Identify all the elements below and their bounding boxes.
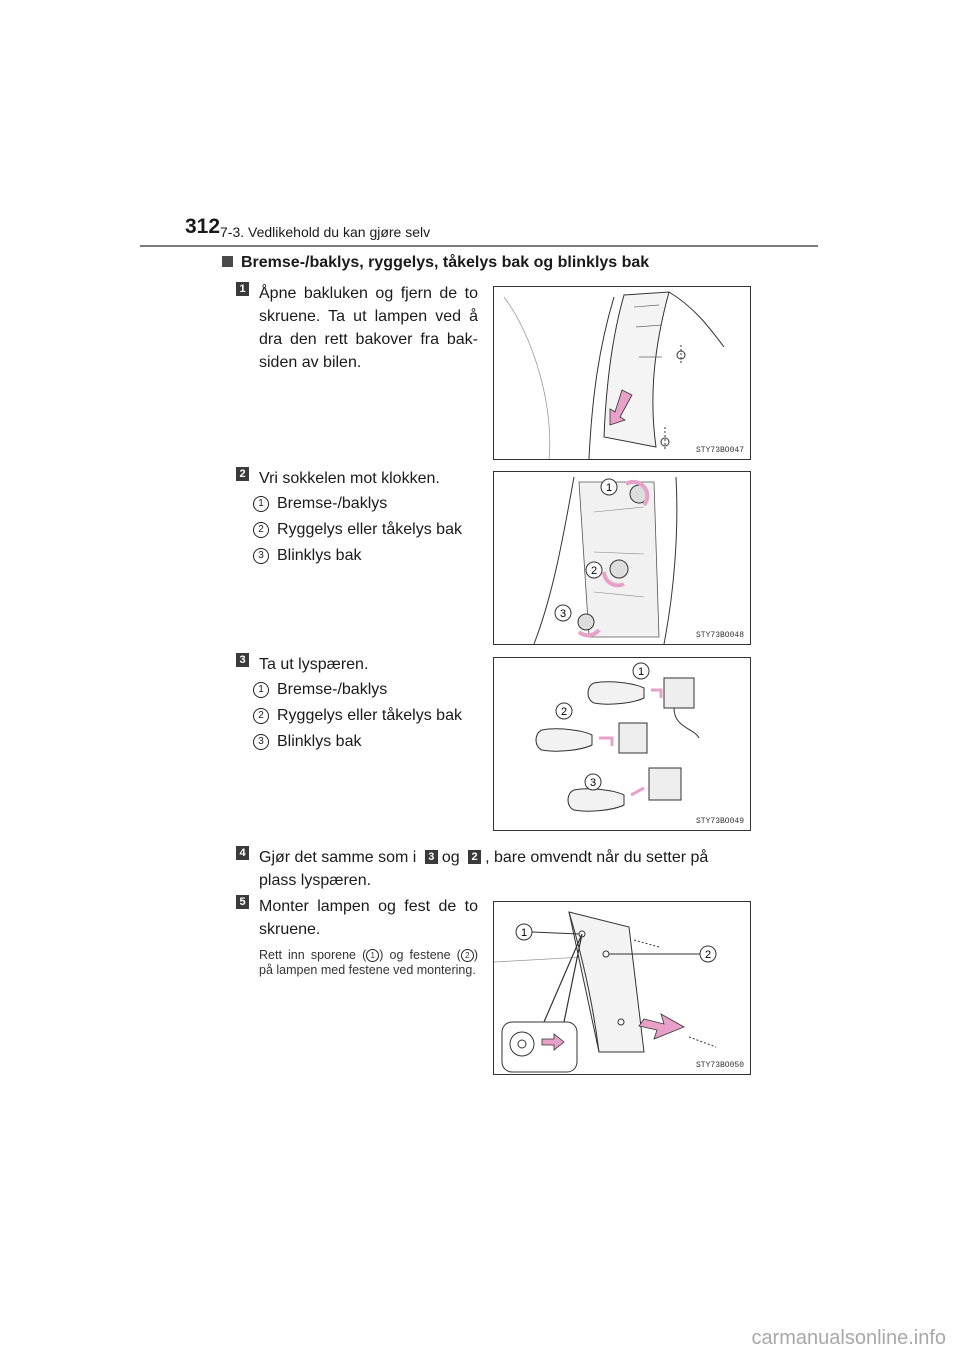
circled-number: 2 — [253, 522, 269, 538]
figure-step-3-drawing: 1 2 3 — [535, 662, 700, 812]
square-bullet-icon — [222, 256, 233, 267]
circled-number: 2 — [460, 949, 474, 962]
step-3-marker: 3 — [236, 653, 249, 667]
note-text: ) og festene ( — [379, 948, 461, 962]
step-3-item-1: 1 Bremse-/baklys — [253, 680, 387, 700]
figure-step-5-drawing: 1 2 — [494, 911, 717, 1073]
figure-step-2-drawing: 1 2 3 — [533, 476, 678, 644]
callout-3: 3 — [590, 777, 596, 789]
item-label: Bremse-/baklys — [277, 495, 388, 512]
item-label: Blinklys bak — [277, 733, 362, 750]
heading-text: Bremse-/baklys, ryggelys, tåkelys bak og… — [241, 254, 650, 271]
header-rule — [140, 245, 818, 247]
item-label: Bremse-/baklys — [277, 681, 388, 698]
figure-step-1: STY73BO047 — [493, 286, 751, 460]
figure-id: STY73BO048 — [695, 631, 744, 640]
step-5-marker: 5 — [236, 895, 249, 909]
callout-1: 1 — [638, 666, 644, 678]
step-ref-2: 2 — [468, 850, 482, 864]
step-3-item-3: 3 Blinklys bak — [253, 732, 361, 752]
figure-step-3: 1 2 3 STY73BO049 — [493, 657, 751, 831]
item-label: Blinklys bak — [277, 547, 362, 564]
circled-number: 2 — [253, 708, 269, 724]
circled-number: 3 — [253, 734, 269, 750]
step-2-item-1: 1 Bremse-/baklys — [253, 494, 387, 514]
item-label: Ryggelys eller tåkelys bak — [277, 521, 462, 538]
figure-id: STY73BO049 — [695, 817, 744, 826]
step-2-text: Vri sokkelen mot klokken. — [259, 470, 440, 487]
callout-2: 2 — [561, 706, 567, 718]
page-number: 312 — [185, 215, 221, 238]
page-heading: Bremse-/baklys, ryggelys, tåkelys bak og… — [222, 254, 649, 272]
step-4-marker: 4 — [236, 846, 249, 860]
step-4-text-part: og — [441, 849, 460, 866]
callout-1: 1 — [606, 482, 612, 494]
step-4-text-part: , bare omvendt når du setter på plass ly… — [259, 849, 709, 889]
section-title: 7-3. Vedlikehold du kan gjøre selv — [220, 224, 431, 240]
figure-step-2: 1 2 3 STY73BO048 — [493, 471, 751, 645]
circled-number: 1 — [253, 682, 269, 698]
step-3-text: Ta ut lyspæren. — [259, 656, 369, 673]
callout-2: 2 — [591, 565, 597, 577]
callout-3: 3 — [560, 608, 566, 620]
step-5-note: Rett inn sporene (1) og festene (2) på l… — [259, 948, 478, 978]
figure-step-5: 1 2 STY73BO050 — [493, 901, 751, 1075]
callout-2: 2 — [705, 949, 711, 961]
note-text: ) på lampen med festene ved montering. — [259, 948, 478, 977]
circled-number: 1 — [253, 496, 269, 512]
note-text: Rett inn sporene ( — [259, 948, 367, 962]
step-2-marker: 2 — [236, 467, 249, 481]
step-2-item-2: 2 Ryggelys eller tåkelys bak — [253, 520, 462, 540]
item-label: Ryggelys eller tåkelys bak — [277, 707, 462, 724]
figure-id: STY73BO047 — [695, 446, 744, 455]
circled-number: 1 — [366, 949, 380, 962]
figure-step-1-drawing — [503, 291, 725, 459]
step-3-item-2: 2 Ryggelys eller tåkelys bak — [253, 706, 462, 726]
callout-1: 1 — [521, 927, 527, 939]
step-5-text: Monter lampen og fest de to skruene. — [259, 898, 478, 938]
step-1-marker: 1 — [236, 282, 249, 296]
step-2-item-3: 3 Blinklys bak — [253, 546, 361, 566]
circled-number: 3 — [253, 548, 269, 564]
step-1-text: Åpne bakluken og fjern de to skruene. Ta… — [259, 285, 478, 371]
step-ref-3: 3 — [424, 850, 438, 864]
figure-id: STY73BO050 — [695, 1061, 744, 1070]
watermark: carmanualsonline.info — [751, 1327, 946, 1349]
step-4-text-part: Gjør det samme som i — [259, 849, 417, 866]
